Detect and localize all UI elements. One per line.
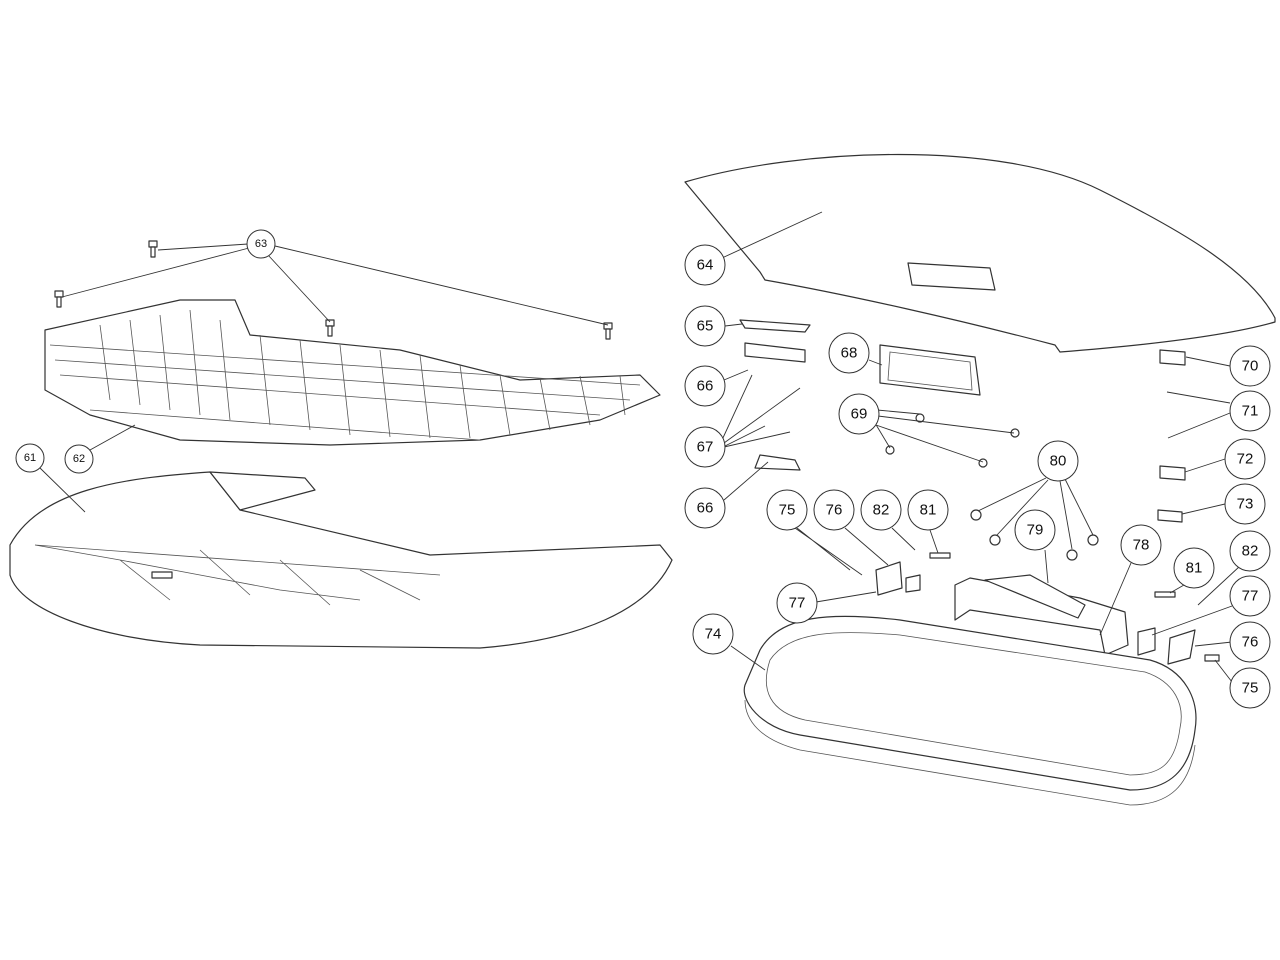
callout-70: 70 bbox=[1229, 345, 1271, 387]
svg-text:64: 64 bbox=[697, 257, 714, 274]
svg-text:82: 82 bbox=[1242, 543, 1259, 560]
svg-text:80: 80 bbox=[1050, 453, 1067, 470]
frame-part-74 bbox=[743, 615, 1197, 806]
svg-text:76: 76 bbox=[1242, 634, 1259, 651]
svg-text:77: 77 bbox=[789, 595, 806, 612]
callouts: 63 61 62 64 65 66 67 66 68 69 70 71 72 7… bbox=[15, 229, 1271, 709]
screws-63 bbox=[54, 240, 613, 340]
callout-67: 67 bbox=[684, 426, 726, 468]
callout-73: 73 bbox=[1224, 483, 1266, 525]
svg-text:62: 62 bbox=[73, 453, 85, 465]
svg-text:61: 61 bbox=[24, 452, 36, 464]
callout-65: 65 bbox=[684, 305, 726, 347]
svg-text:66: 66 bbox=[697, 500, 714, 517]
svg-text:70: 70 bbox=[1242, 358, 1259, 375]
svg-text:82: 82 bbox=[873, 502, 890, 519]
callout-80: 80 bbox=[1037, 440, 1079, 482]
svg-text:71: 71 bbox=[1242, 403, 1259, 420]
grille-part-62 bbox=[44, 299, 661, 446]
callout-82b: 82 bbox=[1229, 530, 1271, 572]
callout-75b: 75 bbox=[1229, 667, 1271, 709]
callout-77: 77 bbox=[776, 582, 818, 624]
svg-text:68: 68 bbox=[841, 345, 858, 362]
svg-text:81: 81 bbox=[920, 502, 937, 519]
svg-text:67: 67 bbox=[697, 439, 714, 456]
callout-63: 63 bbox=[246, 229, 276, 259]
callout-75: 75 bbox=[766, 489, 808, 531]
callout-69: 69 bbox=[838, 393, 880, 435]
tray-part-61 bbox=[9, 471, 673, 649]
svg-text:69: 69 bbox=[851, 406, 868, 423]
leader-lines bbox=[39, 211, 1241, 683]
callout-79: 79 bbox=[1014, 509, 1056, 551]
svg-text:63: 63 bbox=[255, 238, 267, 250]
svg-text:72: 72 bbox=[1237, 451, 1254, 468]
callout-68: 68 bbox=[828, 332, 870, 374]
svg-text:77: 77 bbox=[1242, 588, 1259, 605]
callout-76b: 76 bbox=[1229, 621, 1271, 663]
svg-text:76: 76 bbox=[826, 502, 843, 519]
callout-62: 62 bbox=[64, 444, 94, 474]
svg-text:78: 78 bbox=[1133, 537, 1150, 554]
callout-72: 72 bbox=[1224, 438, 1266, 480]
callout-81b: 81 bbox=[1173, 547, 1215, 589]
small-parts bbox=[151, 319, 1220, 665]
svg-text:74: 74 bbox=[705, 626, 722, 643]
callout-77b: 77 bbox=[1229, 575, 1271, 617]
callout-66: 66 bbox=[684, 365, 726, 407]
callout-81: 81 bbox=[907, 489, 949, 531]
svg-text:75: 75 bbox=[779, 502, 796, 519]
svg-text:81: 81 bbox=[1186, 560, 1203, 577]
callout-82: 82 bbox=[860, 489, 902, 531]
callout-61: 61 bbox=[15, 443, 45, 473]
cover-part-64 bbox=[684, 153, 1276, 353]
callout-78: 78 bbox=[1120, 524, 1162, 566]
svg-text:75: 75 bbox=[1242, 680, 1259, 697]
callout-71: 71 bbox=[1229, 390, 1271, 432]
svg-text:79: 79 bbox=[1027, 522, 1044, 539]
callout-74: 74 bbox=[692, 613, 734, 655]
callout-76: 76 bbox=[813, 489, 855, 531]
svg-text:65: 65 bbox=[697, 318, 714, 335]
callout-66b: 66 bbox=[684, 487, 726, 529]
svg-text:73: 73 bbox=[1237, 496, 1254, 513]
callout-64: 64 bbox=[684, 244, 726, 286]
svg-text:66: 66 bbox=[697, 378, 714, 395]
